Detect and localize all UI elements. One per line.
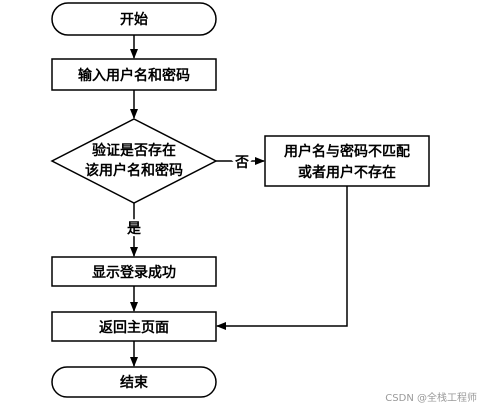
- yes-label: 是: [127, 221, 142, 237]
- end-label: 结束: [120, 374, 149, 391]
- error-label-line2: 或者用户不存在: [298, 164, 396, 181]
- verify-label-line2: 该用户名和密码: [85, 162, 183, 179]
- error-label-line1: 用户名与密码不匹配: [284, 143, 410, 160]
- start-label: 开始: [120, 11, 148, 28]
- start-node: 开始: [51, 2, 217, 36]
- end-node: 结束: [51, 366, 217, 398]
- return-node: 返回主页面: [51, 311, 217, 342]
- verify-label-line1: 验证是否存在: [92, 142, 176, 159]
- return-label: 返回主页面: [99, 319, 169, 336]
- success-node: 显示登录成功: [51, 256, 217, 287]
- watermark: CSDN @全栈工程师: [385, 393, 477, 404]
- edge-error-return: [216, 186, 348, 330]
- error-node: 用户名与密码不匹配 或者用户不存在: [264, 135, 430, 187]
- input-label: 输入用户名和密码: [78, 67, 190, 84]
- no-label: 否: [234, 155, 249, 171]
- input-node: 输入用户名和密码: [51, 58, 217, 91]
- verify-decision-node: 验证是否存在 该用户名和密码: [50, 118, 218, 204]
- success-label: 显示登录成功: [92, 264, 176, 281]
